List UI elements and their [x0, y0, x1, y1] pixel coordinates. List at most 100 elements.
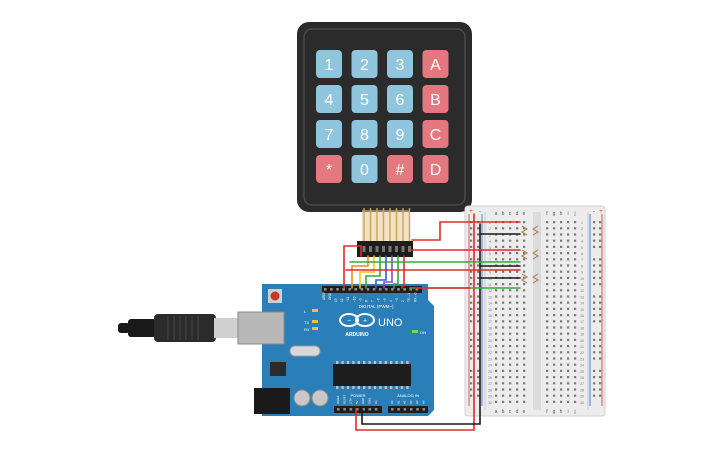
keypad-key-8[interactable]: 8	[351, 120, 378, 148]
digital-header-pin[interactable]	[348, 288, 351, 291]
wire-red-2[interactable]	[401, 255, 405, 289]
digital-header-pin[interactable]	[415, 288, 419, 291]
key-cap[interactable]	[351, 155, 378, 183]
digital-header-pin[interactable]	[342, 288, 345, 291]
wire-yellow[interactable]	[359, 255, 375, 289]
wire-green-2[interactable]	[393, 255, 399, 289]
analog-header-pin[interactable]	[391, 408, 394, 411]
power-header-pin[interactable]	[374, 408, 378, 411]
digital-header-pin[interactable]	[391, 288, 394, 291]
bb-row-label-right: 24	[580, 364, 584, 368]
analog-header-pin[interactable]	[409, 408, 413, 411]
keypad-key-0[interactable]: 0	[351, 155, 378, 183]
bb-rail-hole	[477, 301, 480, 304]
keypad-key-9[interactable]: 9	[387, 120, 413, 148]
analog-header-pin[interactable]	[403, 408, 407, 411]
bb-rail-hole	[593, 295, 596, 298]
wire-red-bb-1[interactable]	[411, 221, 521, 241]
wire-purple[interactable]	[383, 255, 393, 289]
bb-hole	[495, 363, 498, 366]
power-header-pin[interactable]	[362, 408, 365, 411]
keypad-key-7[interactable]: 7	[316, 120, 342, 148]
digital-header-pin[interactable]	[354, 288, 358, 291]
keypad-key-4[interactable]: 4	[316, 85, 342, 113]
digital-header-pin[interactable]	[330, 288, 333, 291]
digital-header-pin[interactable]	[360, 288, 364, 291]
key-cap[interactable]	[387, 85, 413, 113]
power-header-pin[interactable]	[368, 408, 372, 411]
keypad-key-A[interactable]: A	[422, 50, 449, 78]
analog-header-pin[interactable]	[416, 408, 419, 411]
bb-hole	[546, 394, 549, 397]
wires[interactable]	[343, 213, 521, 431]
power-header-pin[interactable]	[355, 408, 359, 411]
key-cap[interactable]	[422, 155, 449, 183]
l-led-label: L	[304, 309, 307, 314]
analog-header-pin[interactable]	[397, 408, 400, 411]
keypad-key-5[interactable]: 5	[351, 85, 378, 113]
digital-header-pin[interactable]	[397, 288, 400, 291]
bb-rail-hole	[599, 221, 602, 224]
digital-header-pin[interactable]	[366, 288, 370, 291]
digital-header-pin[interactable]	[378, 288, 382, 291]
wire-blue[interactable]	[375, 255, 387, 289]
key-cap[interactable]	[316, 85, 342, 113]
keypad-key-B[interactable]: B	[422, 85, 449, 113]
bb-hole	[502, 400, 505, 403]
key-cap[interactable]	[387, 120, 413, 148]
digital-header-pin[interactable]	[372, 288, 376, 291]
key-cap[interactable]	[351, 85, 378, 113]
resistor-1[interactable]	[520, 225, 540, 236]
bb-col-label-bottom: j	[573, 409, 575, 415]
keypad-key-1[interactable]: 1	[316, 50, 342, 78]
reset-button-cap[interactable]	[270, 291, 280, 301]
analog-header-pin[interactable]	[422, 408, 426, 411]
keypad-key-D[interactable]: D	[422, 155, 449, 183]
wire-black-gnd[interactable]	[361, 223, 481, 425]
resistor-2[interactable]	[520, 249, 540, 260]
bb-rail-hole	[599, 258, 602, 261]
key-cap[interactable]	[316, 50, 342, 78]
key-cap[interactable]	[351, 120, 378, 148]
resistor-3[interactable]	[520, 273, 540, 284]
digital-header-pin[interactable]	[336, 288, 339, 291]
key-cap[interactable]	[422, 120, 449, 148]
key-cap[interactable]	[422, 85, 449, 113]
bb-hole	[567, 363, 570, 366]
keypad-key-6[interactable]: 6	[387, 85, 413, 113]
wire-green-1[interactable]	[365, 255, 381, 289]
bb-hole	[516, 320, 519, 323]
bb-rail-hole	[599, 239, 602, 242]
bb-hole	[560, 252, 563, 255]
digital-header-pin[interactable]	[409, 288, 412, 291]
key-cap[interactable]	[351, 50, 378, 78]
key-cap[interactable]	[387, 155, 413, 183]
wire-red-col[interactable]	[343, 245, 362, 289]
key-cap[interactable]	[387, 50, 413, 78]
wire-orange[interactable]	[351, 255, 369, 289]
digital-header-pin[interactable]	[403, 288, 406, 291]
bb-hole	[516, 400, 519, 403]
keypad-key-3[interactable]: 3	[387, 50, 413, 78]
keypad-key-*[interactable]: *	[316, 155, 342, 183]
power-header-pin[interactable]	[337, 408, 340, 411]
bb-col-label-top: a	[495, 211, 498, 217]
keypad-key-#[interactable]: #	[387, 155, 413, 183]
bb-rail-hole	[470, 276, 473, 279]
power-header-pin[interactable]	[343, 408, 346, 411]
key-cap[interactable]	[422, 50, 449, 78]
power-header-pin[interactable]	[349, 408, 353, 411]
key-cap[interactable]	[316, 155, 342, 183]
digital-header-pin[interactable]	[385, 288, 388, 291]
wire-red-5v[interactable]	[355, 213, 475, 431]
bb-hole	[509, 270, 512, 273]
keypad-key-2[interactable]: 2	[351, 50, 378, 78]
digital-header-pin[interactable]	[324, 288, 327, 291]
key-cap[interactable]	[316, 120, 342, 148]
usb-cable[interactable]	[118, 314, 240, 342]
key-label: 1	[325, 57, 334, 74]
keypad-key-C[interactable]: C	[422, 120, 449, 148]
